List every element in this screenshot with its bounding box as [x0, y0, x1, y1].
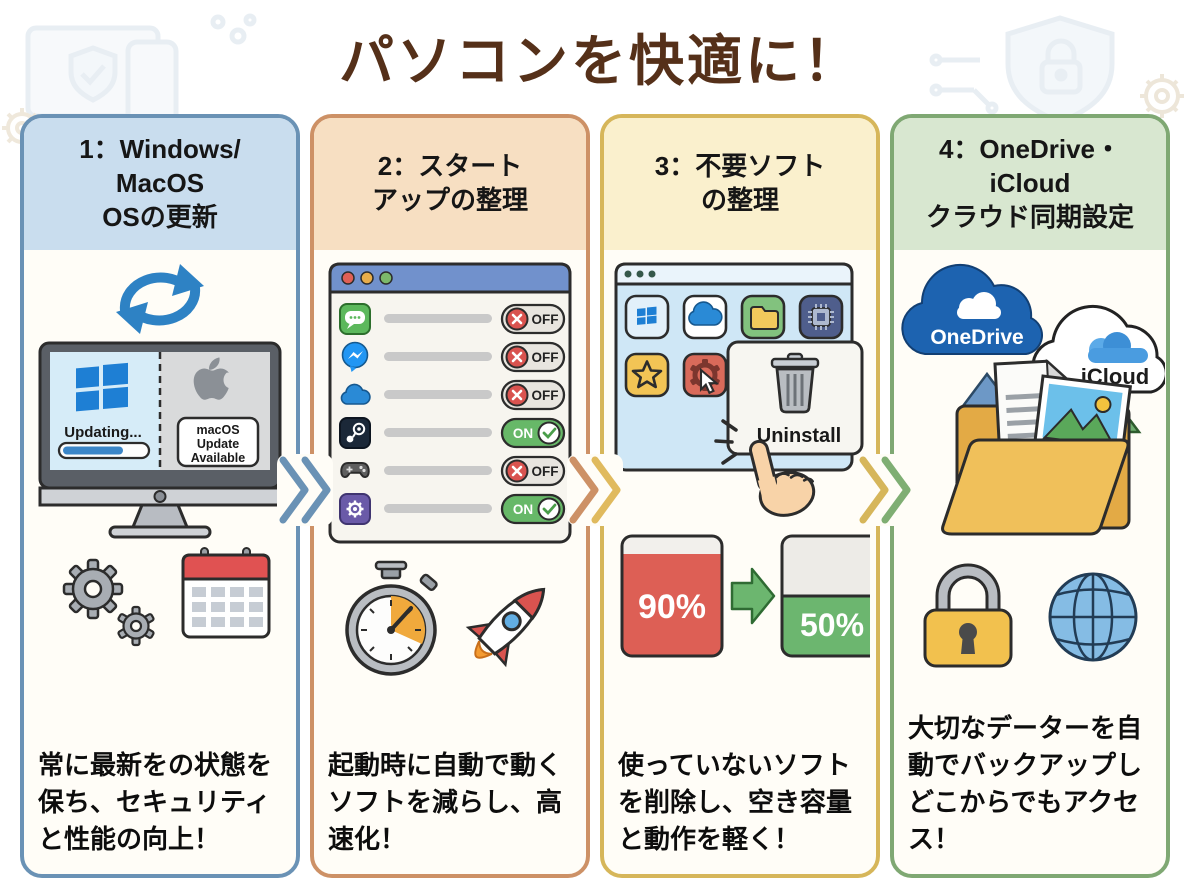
toggle-off[interactable]: OFF: [500, 303, 566, 335]
step-2-header: 2：スタート アップの整理: [314, 118, 586, 250]
gear-decoration-icon: [1140, 74, 1184, 118]
uninstall-popup[interactable]: Uninstall: [726, 340, 864, 456]
step-4-illustration: OneDrive iCloud: [894, 250, 1166, 702]
lock-icon: [923, 563, 1013, 668]
step-card-3: 3：不要ソフト の整理: [600, 114, 880, 878]
gear-icon: [62, 558, 124, 620]
step-4-header: 4：OneDrive・ iCloud クラウド同期設定: [894, 118, 1166, 250]
app-name-placeholder: [384, 314, 492, 323]
step-4-description: 大切なデーターを自動でバックアップしどこからでもアクセス！: [908, 713, 1143, 855]
app-name-placeholder: [384, 466, 492, 475]
settings-app-icon[interactable]: [339, 493, 371, 525]
step-card-4: 4：OneDrive・ iCloud クラウド同期設定 OneDrive iCl…: [890, 114, 1170, 878]
cloud-app-icon[interactable]: [340, 383, 371, 405]
tap-effect-lines: [714, 419, 738, 465]
cloud-app-icon[interactable]: [682, 294, 728, 340]
sync-arrows-icon: [116, 264, 204, 334]
disk-usage-illustration: 90% 50%: [620, 534, 870, 658]
arrow-right-icon: [730, 567, 776, 625]
toggle-label: ON: [513, 502, 533, 517]
chat-app-icon[interactable]: [339, 303, 371, 335]
app-name-placeholder: [384, 428, 492, 437]
step-connector-1-2: [277, 454, 333, 526]
toggle-off[interactable]: OFF: [500, 455, 566, 487]
monitor-os-update-illustration: Updating... macOS Update Available: [38, 341, 282, 539]
step-connector-2-3: [567, 454, 623, 526]
uninstall-window-illustration: Uninstall: [614, 262, 864, 517]
cursor-icon: [699, 367, 720, 395]
folder-app-icon[interactable]: [740, 294, 786, 340]
step-3-illustration: Uninstall 90% 50: [604, 250, 876, 739]
unwanted-app-gear-icon[interactable]: [682, 352, 728, 398]
startup-manager-window: OFF OFF: [328, 262, 572, 544]
disk-after-label: 50%: [800, 607, 864, 643]
macos-line-3: Available: [191, 451, 245, 465]
page-title: パソコンを快適に！: [338, 30, 861, 92]
progress-bar-fill: [63, 446, 123, 455]
apple-logo-icon: [193, 357, 229, 400]
toggle-off[interactable]: OFF: [500, 341, 566, 373]
trash-icon: [770, 352, 820, 414]
step-3-header: 3：不要ソフト の整理: [604, 118, 876, 250]
onedrive-cloud-icon: OneDrive: [901, 263, 1043, 355]
game-controller-app-icon[interactable]: [340, 462, 370, 478]
step-2-illustration: OFF OFF: [314, 250, 586, 739]
toggle-label: ON: [513, 426, 533, 441]
rocket-icon: [465, 587, 546, 668]
step-1-description: 常に最新をの状態を保ち、セキュリティと性能の向上！: [38, 750, 273, 855]
toggle-label: OFF: [532, 350, 559, 365]
calendar-icon: [181, 547, 271, 639]
app-name-placeholder: [384, 390, 492, 399]
toggle-on[interactable]: ON: [500, 493, 566, 525]
photo-icon: [1033, 374, 1133, 456]
step-2-description: 起動時に自動で動くソフトを減らし、高速化！: [328, 750, 563, 855]
pointing-hand-icon: [748, 439, 816, 517]
check-icon: [537, 421, 561, 445]
globe-icon: [1048, 572, 1138, 662]
disk-before-bar: [622, 536, 722, 656]
disk-before-label: 90%: [638, 588, 706, 626]
macos-line-1: macOS: [196, 423, 239, 437]
stopwatch-icon: [345, 560, 438, 676]
chip-app-icon[interactable]: [798, 294, 844, 340]
macos-line-2: Update: [197, 437, 239, 451]
onedrive-label: OneDrive: [930, 326, 1023, 349]
uninstall-label: Uninstall: [757, 425, 841, 447]
folder-front: [941, 438, 1130, 536]
toggle-off[interactable]: OFF: [500, 379, 566, 411]
decoration-security-shield: [929, 15, 1184, 125]
step-3-description: 使っていないソフトを削除し、空き容量と動作を軽く！: [618, 750, 853, 855]
messenger-app-icon[interactable]: [341, 341, 369, 373]
windows-app-icon[interactable]: [624, 294, 670, 340]
window-minimize-dot[interactable]: [360, 271, 374, 285]
toggle-on[interactable]: ON: [500, 417, 566, 449]
window-zoom-dot[interactable]: [379, 271, 393, 285]
app-name-placeholder: [384, 504, 492, 513]
gears-calendar-illustration: [62, 547, 271, 647]
cloud-sync-illustration: OneDrive iCloud: [901, 263, 1165, 536]
stopwatch-rocket-illustration: [345, 560, 546, 676]
lock-globe-illustration: [923, 563, 1138, 668]
steam-app-icon[interactable]: [339, 417, 371, 449]
icloud-cloud-icon: iCloud: [1031, 304, 1165, 394]
check-icon: [537, 497, 561, 521]
toggle-label: OFF: [532, 464, 559, 479]
step-card-1: 1：Windows/ MacOS OSの更新 Updating...: [20, 114, 300, 878]
app-name-placeholder: [384, 352, 492, 361]
macos-update-box: [176, 416, 260, 468]
step-connector-3-4: [857, 454, 913, 526]
step-1-header: 1：Windows/ MacOS OSの更新: [24, 118, 296, 250]
steps-row: 1：Windows/ MacOS OSの更新 Updating...: [20, 114, 1170, 878]
windows-logo-icon: [76, 362, 128, 412]
toggle-label: OFF: [532, 388, 559, 403]
window-close-dot[interactable]: [341, 271, 355, 285]
step-1-illustration: Updating... macOS Update Available: [24, 250, 296, 739]
small-gear-icon: [117, 605, 155, 647]
toggle-label: OFF: [532, 312, 559, 327]
star-app-icon[interactable]: [624, 352, 670, 398]
step-card-2: 2：スタート アップの整理 OFF: [310, 114, 590, 878]
windows-status-label: Updating...: [64, 424, 142, 441]
